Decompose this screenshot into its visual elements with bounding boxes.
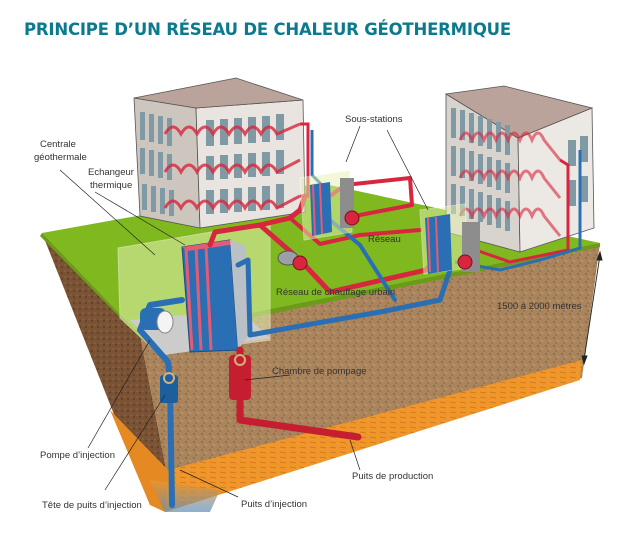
pumping-chamber [229,354,251,400]
circulation-pump [277,250,308,271]
leader-lines [59,125,429,498]
label-profondeur: 1500 à 2000 mètres [497,301,582,312]
building-right [444,85,595,272]
water-plume [150,480,220,512]
sub-station-1 [299,169,360,241]
aquifer-layer [165,360,582,512]
sub-station-2 [419,203,480,275]
label-tete-puits: Tête de puits d’injection [42,500,142,511]
soil-side-face [42,233,172,505]
label-puits-production: Puits de production [352,471,433,482]
label-echangeur-line2: thermique [90,180,132,191]
label-reseau: Réseau [368,234,401,245]
building-left [133,77,324,229]
injection-pump [140,308,174,334]
depth-arrow [581,250,603,366]
label-centrale-line2: géothermale [34,152,87,163]
page-title: PRINCIPE D’UN RÉSEAU DE CHALEUR GÉOTHERM… [24,20,511,39]
label-centrale-line1: Centrale [40,139,76,150]
label-chambre-pompage: Chambre de pompage [272,366,367,377]
label-echangeur-line1: Echangeur [88,167,134,178]
building-left-heating-coils [163,122,301,212]
soil-front-face [140,243,600,500]
building-right-heating-coils [458,131,562,237]
label-reseau-chauffage: Réseau de chauffage urbain [276,287,395,298]
cold-pipe [235,257,453,338]
heat-exchanger-main [181,239,248,353]
label-sous-stations: Sous-stations [345,114,403,125]
label-puits-injection: Puits d’injection [241,499,307,510]
label-pompe-injection: Pompe d’injection [40,450,115,461]
